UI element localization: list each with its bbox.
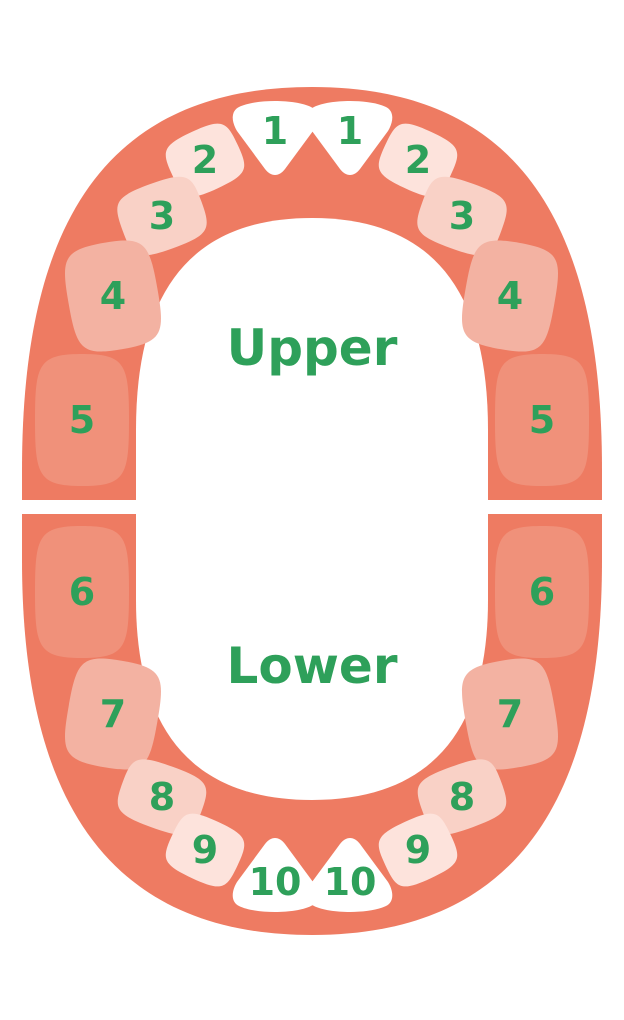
lower-tooth-9-left-label: 9 [192,828,218,872]
lower-tooth-8-right: 8 [417,759,507,835]
lower-tooth-10-left-shape [232,838,318,912]
lower-tooth-10-left-label: 10 [249,860,302,904]
lower-tooth-7-left-shape [65,658,161,770]
lower-tooth-8-left: 8 [117,759,207,835]
upper-tooth-5-right: 5 [495,354,589,486]
lower-tooth-9-right-label: 9 [405,828,431,872]
inner-space [136,218,488,800]
upper-tooth-5-left-shape [35,354,129,486]
lower-jaw-label: Lower [227,637,398,695]
upper-tooth-1-right: 1 [307,101,393,175]
jaw-divider-right [484,500,610,514]
lower-tooth-8-left-label: 8 [149,775,175,819]
upper-tooth-3-right-shape [417,176,507,256]
lower-tooth-6-right: 6 [495,526,589,658]
lower-tooth-9-left: 9 [165,813,245,887]
lower-tooth-7-left: 7 [65,658,161,770]
lower-tooth-10-right: 10 [307,838,393,912]
lower-tooth-10-left: 10 [232,838,318,912]
lower-tooth-7-right-label: 7 [497,692,523,736]
lower-tooth-10-right-shape [307,838,393,912]
upper-tooth-1-left-label: 1 [262,109,288,153]
upper-tooth-1-left: 1 [232,101,318,175]
lower-tooth-6-right-shape [495,526,589,658]
lower-tooth-9-right-shape [378,813,458,887]
lower-tooth-6-left-shape [35,526,129,658]
upper-tooth-4-left-label: 4 [100,274,126,318]
upper-jaw-label: Upper [227,319,398,377]
upper-tooth-1-left-shape [232,101,318,175]
upper-tooth-5-right-label: 5 [529,398,555,442]
upper-tooth-1-right-label: 1 [337,109,363,153]
lower-tooth-6-right-label: 6 [529,570,555,614]
lower-tooth-9-left-shape [165,813,245,887]
jaw-divider-left [14,500,140,514]
lower-tooth-9-right: 9 [378,813,458,887]
lower-tooth-8-left-shape [117,759,207,835]
lower-tooth-7-right-shape [462,658,558,770]
upper-tooth-5-left-label: 5 [69,398,95,442]
upper-tooth-4-left: 4 [65,240,161,352]
upper-tooth-2-left-label: 2 [192,138,218,182]
upper-tooth-1-right-shape [307,101,393,175]
lower-tooth-8-right-shape [417,759,507,835]
lower-tooth-7-left-label: 7 [100,692,126,736]
upper-tooth-2-right-label: 2 [405,138,431,182]
upper-tooth-4-right: 4 [462,240,558,352]
lower-tooth-10-right-label: 10 [324,860,377,904]
lower-tooth-6-left-label: 6 [69,570,95,614]
upper-tooth-5-right-shape [495,354,589,486]
upper-tooth-5-left: 5 [35,354,129,486]
upper-tooth-4-right-label: 4 [497,274,523,318]
lower-tooth-7-right: 7 [462,658,558,770]
upper-tooth-3-right: 3 [417,176,507,256]
upper-tooth-3-left-shape [117,176,207,256]
upper-tooth-3-right-label: 3 [449,194,475,238]
upper-tooth-4-left-shape [65,240,161,352]
lower-tooth-8-right-label: 8 [449,775,475,819]
lower-tooth-6-left: 6 [35,526,129,658]
upper-tooth-3-left: 3 [117,176,207,256]
upper-tooth-3-left-label: 3 [149,194,175,238]
upper-tooth-4-right-shape [462,240,558,352]
